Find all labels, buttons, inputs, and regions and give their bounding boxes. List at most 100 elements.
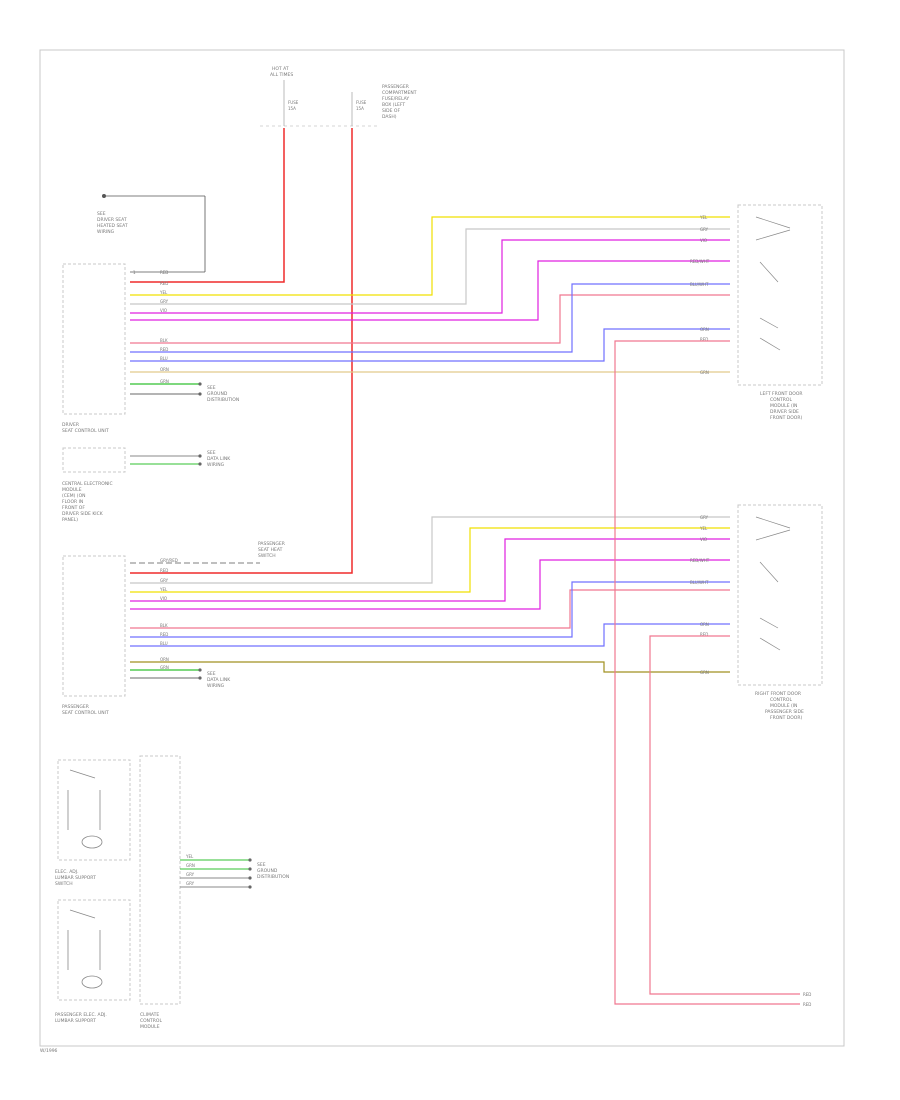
svg-text:CLIMATE: CLIMATE [140,1012,159,1018]
svg-text:GRY: GRY [160,578,169,583]
svg-text:SIDE OF: SIDE OF [382,108,400,114]
driver-to-left-door-wires [130,216,730,395]
svg-text:GRY: GRY [186,872,195,877]
svg-text:SEAT HEAT: SEAT HEAT [258,547,283,553]
svg-text:PANEL): PANEL) [62,517,78,523]
svg-text:PASSENGER: PASSENGER [382,84,409,90]
svg-text:VIO: VIO [700,238,707,243]
svg-text:BLU: BLU [160,356,168,361]
svg-text:VIO: VIO [160,596,167,601]
svg-text:SEAT CONTROL UNIT: SEAT CONTROL UNIT [62,710,109,716]
driver-seat-control-unit: DRIVER SEAT CONTROL UNIT [62,263,126,434]
fuse-area: HOT AT ALL TIMES FUSE 15A FUSE 15A PASSE… [260,66,417,127]
svg-text:COMPARTMENT: COMPARTMENT [382,90,417,96]
svg-text:RED: RED [160,568,168,573]
svg-text:DRIVER SIDE KICK: DRIVER SIDE KICK [62,511,104,517]
svg-text:RED/WHT: RED/WHT [690,259,710,264]
svg-text:BLK: BLK [160,623,168,628]
svg-text:RED: RED [160,632,168,637]
svg-text:GRN: GRN [186,863,195,868]
fuse-right-label-2: 15A [356,106,364,111]
svg-text:GRY: GRY [160,299,169,304]
svg-text:FRONT OF: FRONT OF [62,505,85,511]
svg-text:MODULE: MODULE [140,1024,160,1030]
climate-control-module: CLIMATE CONTROL MODULE [139,755,181,1030]
driver-unit-label: DRIVER [62,422,79,428]
svg-text:ELEC. ADJ.: ELEC. ADJ. [55,869,79,875]
svg-text:SEE: SEE [97,211,106,217]
svg-text:WIRING: WIRING [207,462,225,468]
svg-text:DASH): DASH) [382,114,397,120]
svg-text:YEL: YEL [185,854,194,859]
svg-text:BLU: BLU [160,641,168,646]
fuse-box-label: PASSENGER COMPARTMENT FUSE/RELAY BOX (LE… [382,84,417,120]
svg-text:1: 1 [133,270,136,275]
lumbar-switch-upper: ELEC. ADJ. LUMBAR SUPPORT SWITCH [55,759,131,887]
driver-heat-link: SEE DRIVER SEAT HEATED SEAT WIRING [97,194,206,273]
fuse-left-label: FUSE [288,100,299,105]
svg-text:SEE: SEE [207,385,216,391]
svg-text:MODULE (IN: MODULE (IN [770,403,797,409]
svg-text:GRN: GRN [160,379,169,384]
svg-text:SEE: SEE [207,450,216,456]
red-feed-passenger [130,128,353,574]
red-feed-driver [130,128,285,283]
svg-text:PASSENGER: PASSENGER [62,704,89,710]
svg-text:DATA LINK: DATA LINK [207,677,231,683]
svg-text:RED: RED [160,270,168,275]
svg-text:DISTRIBUTION: DISTRIBUTION [207,397,239,403]
svg-text:RED/WHT: RED/WHT [690,558,710,563]
central-electronic-module: SEE DATA LINK WIRING CENTRAL ELECTRONIC … [62,447,231,523]
svg-text:ORN: ORN [700,327,709,332]
svg-text:YEL: YEL [699,526,708,531]
svg-text:LEFT FRONT DOOR: LEFT FRONT DOOR [760,391,803,397]
climate-wires: YEL GRN GRY GRY SEE GROUND DISTRIBUTION [180,854,289,889]
diagram-border [39,49,845,1047]
svg-text:VIO: VIO [700,537,707,542]
svg-text:LUMBAR SUPPORT: LUMBAR SUPPORT [55,875,96,881]
svg-text:RIGHT FRONT DOOR: RIGHT FRONT DOOR [755,691,801,697]
svg-text:ORN: ORN [700,622,709,627]
driver-wire-labels: 1 RED RED YEL GRY VIO BLK RED BLU ORN GR… [133,270,239,403]
svg-text:(CEM) (ON: (CEM) (ON [62,493,85,499]
svg-text:LUMBAR SUPPORT: LUMBAR SUPPORT [55,1018,96,1024]
svg-text:GRN: GRN [700,670,709,675]
svg-text:VIO: VIO [160,308,167,313]
svg-text:CONTROL: CONTROL [140,1018,162,1024]
hot-at-all-times-label: HOT AT [272,66,289,72]
svg-text:GRY: GRY [186,881,195,886]
fuse-left-label-2: 15A [288,106,296,111]
svg-text:SWITCH: SWITCH [258,553,276,559]
svg-text:SEE: SEE [207,671,216,677]
bottom-red-wires: RED RED [614,340,811,1007]
svg-text:YEL: YEL [699,215,708,220]
svg-text:DRIVER SIDE: DRIVER SIDE [770,409,799,415]
passenger-wire-labels: GRY/RED RED GRY YEL VIO BLK RED BLU ORN … [159,558,231,689]
svg-text:DRIVER SEAT: DRIVER SEAT [97,217,127,223]
driver-unit-label-2: SEAT CONTROL UNIT [62,428,109,434]
svg-text:YEL: YEL [159,587,168,592]
svg-text:FRONT DOOR): FRONT DOOR) [770,415,802,421]
svg-text:GRN: GRN [160,665,169,670]
right-front-door-unit: GRY YEL VIO RED/WHT BLU/WHT ORN RED GRN … [690,504,823,721]
svg-text:BLU/WHT: BLU/WHT [690,580,709,585]
svg-text:PASSENGER SIDE: PASSENGER SIDE [765,709,804,715]
svg-text:HEATED SEAT: HEATED SEAT [97,223,128,229]
svg-text:MODULE (IN: MODULE (IN [770,703,797,709]
passenger-to-right-door-wires [130,516,730,679]
svg-text:WIRING: WIRING [207,683,225,689]
svg-text:GRN: GRN [700,370,709,375]
svg-text:PASSENGER ELEC. ADJ.: PASSENGER ELEC. ADJ. [55,1012,107,1018]
svg-text:SEE: SEE [257,862,266,868]
svg-text:YEL: YEL [159,290,168,295]
passenger-heat-link: PASSENGER SEAT HEAT SWITCH [130,541,285,564]
lumbar-switch-lower: PASSENGER ELEC. ADJ. LUMBAR SUPPORT [55,899,131,1024]
svg-text:ORN: ORN [160,367,169,372]
svg-text:GRY: GRY [700,515,709,520]
svg-text:RED: RED [160,281,168,286]
svg-text:BLK: BLK [160,338,168,343]
svg-text:GROUND: GROUND [207,391,228,397]
fuse-right-label: FUSE [356,100,367,105]
svg-text:GRY: GRY [700,227,709,232]
